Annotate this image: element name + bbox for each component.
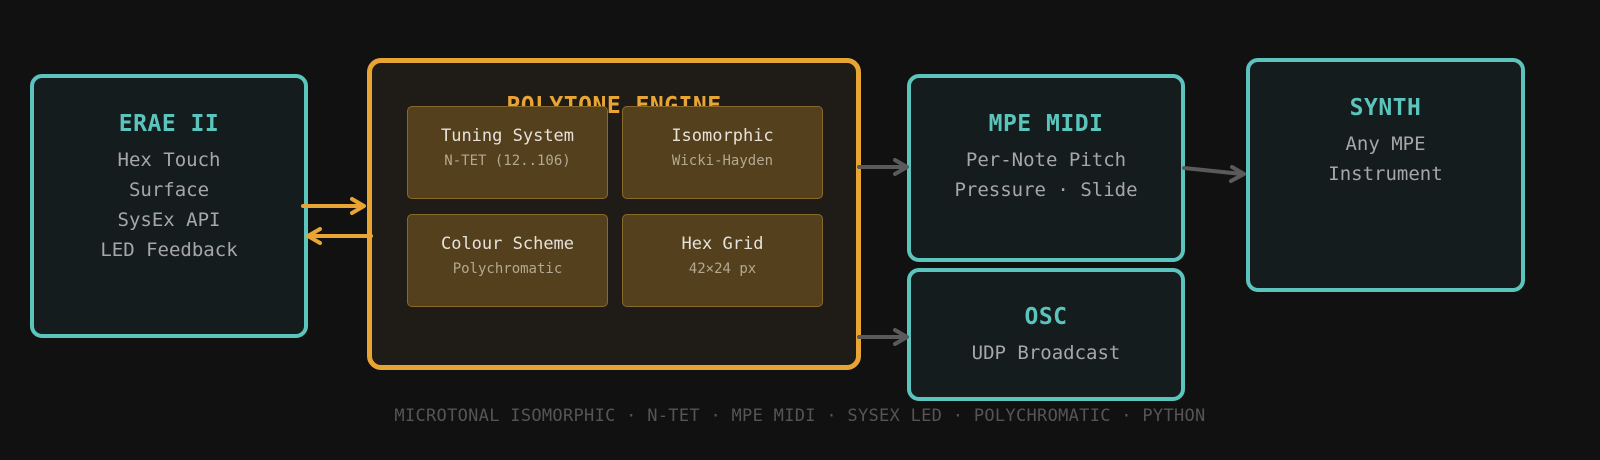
module-detail: Wicki-Hayden bbox=[671, 153, 774, 169]
osc-node: OSC UDP Broadcast bbox=[907, 268, 1185, 401]
synth-line: Any MPE bbox=[1345, 133, 1426, 155]
module-label: Colour Scheme bbox=[440, 234, 575, 254]
module-tuning-system: Tuning System N-TET (12..106) bbox=[407, 106, 608, 199]
module-colour-scheme: Colour Scheme Polychromatic bbox=[407, 214, 608, 307]
module-label: Tuning System bbox=[440, 126, 575, 146]
osc-line: UDP Broadcast bbox=[971, 342, 1121, 364]
arrow-engine-to-mpe-midi bbox=[857, 158, 909, 176]
mpe-midi-line: Per-Note Pitch bbox=[965, 149, 1127, 171]
mpe-midi-line: Pressure · Slide bbox=[954, 179, 1138, 201]
erae-title: ERAE II bbox=[118, 111, 220, 137]
arrow-engine-to-erae bbox=[306, 227, 373, 245]
module-detail: N-TET (12..106) bbox=[444, 153, 571, 169]
mpe-midi-title: MPE MIDI bbox=[988, 111, 1104, 137]
erae-node: ERAE II Hex Touch Surface SysEx API LED … bbox=[30, 74, 308, 338]
osc-title: OSC bbox=[1024, 304, 1068, 330]
module-label: Isomorphic bbox=[671, 126, 774, 146]
erae-line: SysEx API bbox=[117, 209, 221, 231]
arrow-engine-to-osc bbox=[857, 328, 909, 346]
footer-tagline: MICROTONAL ISOMORPHIC · N-TET · MPE MIDI… bbox=[394, 406, 1206, 426]
arrow-erae-to-engine bbox=[301, 197, 366, 215]
synth-line: Instrument bbox=[1328, 163, 1443, 185]
arrow-mpe-midi-to-synth bbox=[1182, 165, 1246, 183]
erae-line: LED Feedback bbox=[100, 239, 238, 261]
module-label: Hex Grid bbox=[681, 234, 764, 254]
erae-line: Hex Touch bbox=[117, 149, 221, 171]
module-isomorphic: Isomorphic Wicki-Hayden bbox=[622, 106, 823, 199]
module-detail: 42×24 px bbox=[688, 261, 757, 277]
synth-title: SYNTH bbox=[1349, 95, 1422, 121]
mpe-midi-node: MPE MIDI Per-Note Pitch Pressure · Slide bbox=[907, 74, 1185, 262]
module-hex-grid: Hex Grid 42×24 px bbox=[622, 214, 823, 307]
synth-node: SYNTH Any MPE Instrument bbox=[1246, 58, 1525, 292]
engine-node: POLYTONE ENGINE Tuning System N-TET (12.… bbox=[367, 58, 861, 370]
module-detail: Polychromatic bbox=[452, 261, 563, 277]
erae-line: Surface bbox=[128, 179, 210, 201]
